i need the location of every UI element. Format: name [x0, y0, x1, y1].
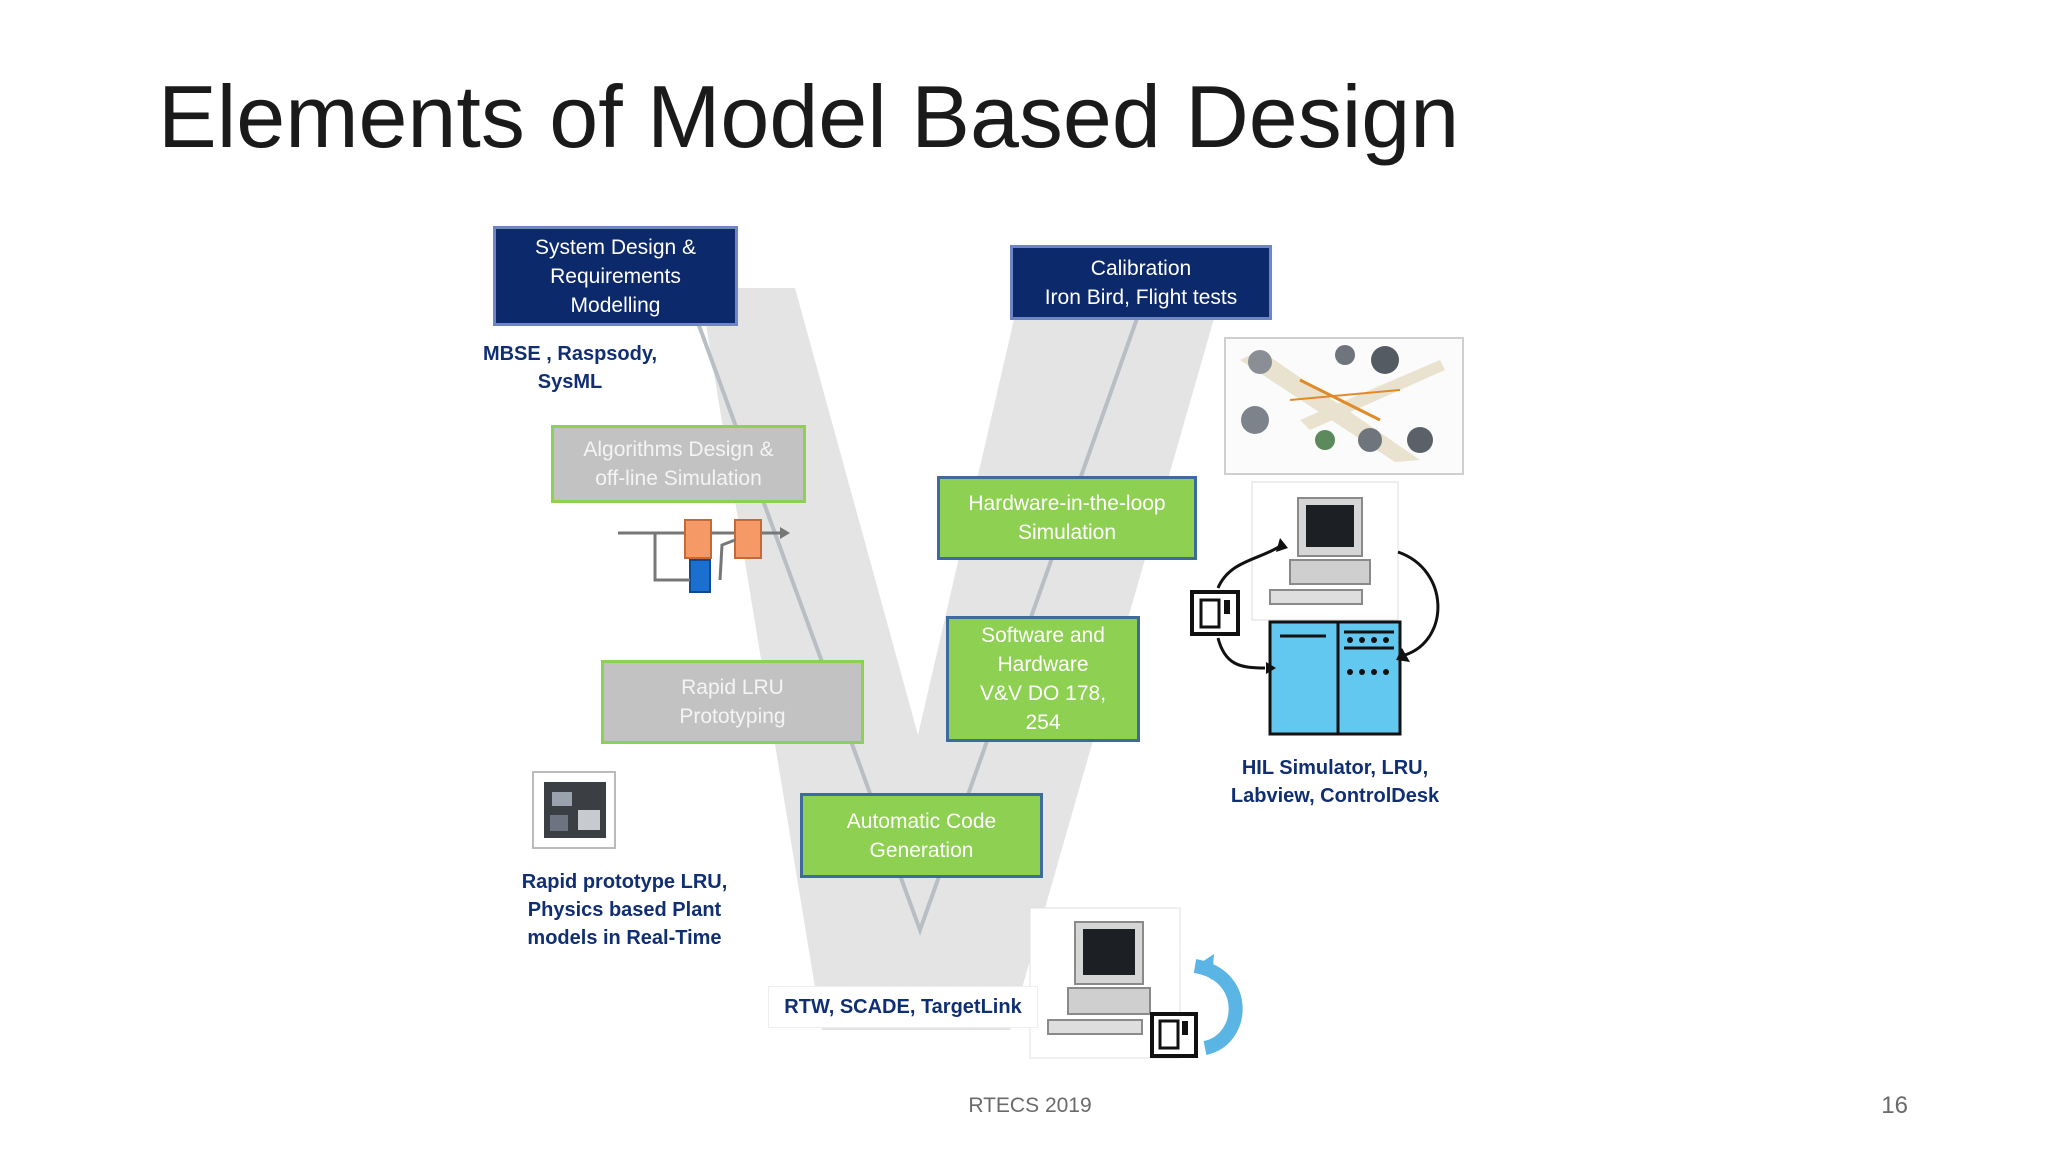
- box-line: Hardware-in-the-loop: [968, 492, 1166, 515]
- label-line: RTW, SCADE, TargetLink: [784, 996, 1022, 1018]
- rapid-prototype-label: Rapid prototype LRU, Physics based Plant…: [502, 868, 747, 952]
- automatic-code-generation-box: Automatic Code Generation: [800, 793, 1043, 878]
- box-line: Iron Bird, Flight tests: [1044, 285, 1238, 309]
- box-line: Rapid LRU: [681, 676, 784, 699]
- hil-flow-arrows: [1216, 543, 1440, 670]
- footer-text: RTECS 2019: [968, 1094, 1092, 1117]
- aircraft-systems-image: [1224, 337, 1464, 475]
- hardware-in-the-loop-box: Hardware-in-the-loop Simulation: [937, 476, 1197, 560]
- box-line: System Design &: [534, 235, 697, 259]
- label-line: Labview, ControlDesk: [1230, 785, 1440, 807]
- code-gen-tools-label: RTW, SCADE, TargetLink: [768, 986, 1038, 1028]
- label-line: Physics based Plant: [527, 899, 722, 921]
- calibration-box: Calibration Iron Bird, Flight tests: [1010, 245, 1272, 320]
- algorithms-design-box: Algorithms Design & off-line Simulation: [551, 425, 806, 503]
- label-line: models in Real-Time: [527, 927, 722, 949]
- label-line: MBSE , Raspsody,: [482, 343, 658, 365]
- box-line: Calibration: [1090, 256, 1192, 280]
- mbse-tools-label: MBSE , Raspsody, SysML: [475, 340, 665, 396]
- system-design-box: System Design & Requirements Modelling: [493, 226, 738, 326]
- box-line: Prototyping: [679, 705, 786, 728]
- label-line: SysML: [537, 371, 603, 393]
- box-line: Automatic Code: [846, 809, 997, 833]
- box-line: off-line Simulation: [595, 467, 762, 490]
- box-line: 254: [1025, 711, 1061, 734]
- refresh-arrow-icon: [1193, 954, 1243, 1055]
- box-line: Simulation: [1017, 521, 1117, 544]
- box-line: Modelling: [570, 293, 661, 317]
- box-line: Software and: [981, 624, 1105, 647]
- prototype-board-image: [532, 771, 616, 849]
- lru-device-icon-bottom: [1150, 1012, 1198, 1058]
- hil-rack-image: [1268, 620, 1402, 736]
- box-line: Algorithms Design &: [583, 438, 774, 461]
- label-line: Rapid prototype LRU,: [521, 871, 728, 893]
- box-line: V&V DO 178,: [979, 682, 1107, 705]
- rapid-lru-prototyping-box: Rapid LRU Prototyping: [601, 660, 864, 744]
- hil-tools-label: HIL Simulator, LRU, Labview, ControlDesk: [1215, 754, 1455, 810]
- page-number: 16: [1881, 1092, 1908, 1119]
- page-title: Elements of Model Based Design: [158, 67, 1460, 166]
- label-line: HIL Simulator, LRU,: [1241, 757, 1429, 779]
- box-line: Requirements: [550, 264, 681, 288]
- box-line: Hardware: [997, 653, 1089, 676]
- lru-device-icon-hil: [1190, 590, 1240, 636]
- software-hardware-vv-box: Software and Hardware V&V DO 178, 254: [946, 616, 1140, 742]
- block-diagram-icon: [618, 519, 790, 593]
- box-line: Generation: [869, 838, 974, 862]
